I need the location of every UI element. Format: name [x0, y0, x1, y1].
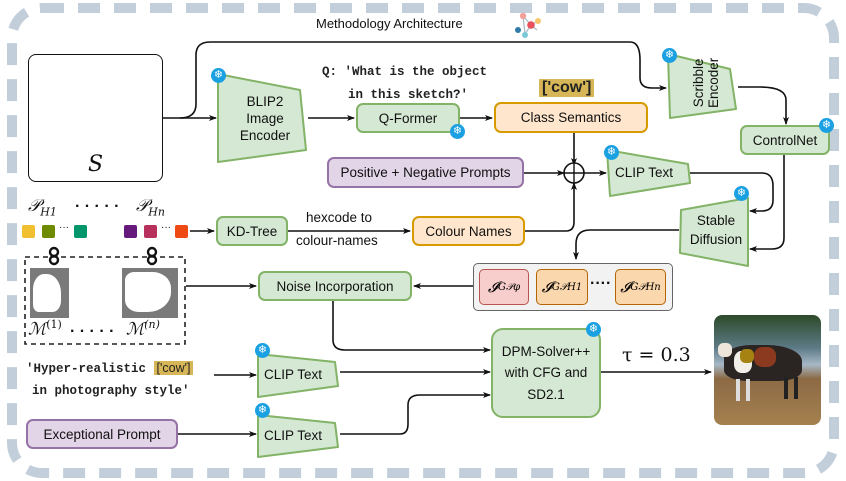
scribble-encoder-shape: [667, 53, 737, 119]
kdtree-box: KD-Tree: [216, 216, 288, 246]
palette-ellipsis: ···: [161, 222, 171, 233]
link-icon: [48, 246, 158, 266]
frozen-badge-icon: ❄: [255, 403, 270, 418]
mask-last-label: ℳ(n): [126, 318, 160, 340]
masks-dashed-group: [24, 256, 186, 345]
arrow-sketch-to-scribble: [179, 41, 667, 119]
frozen-badge-icon: ❄: [255, 343, 270, 358]
colour-names-label: Colour Names: [425, 223, 512, 239]
palette-swatch: [22, 225, 35, 238]
frozen-badge-icon: ❄: [450, 124, 465, 139]
outer-dashed-frame: [7, 3, 839, 478]
mask-first-label: ℳ(1): [28, 318, 62, 340]
blip2-encoder-shape: [217, 73, 307, 163]
hyper-realistic-prompt-line1: 'Hyper-realistic ['cow']: [26, 361, 194, 378]
palette-first-label: 𝒫H1: [28, 196, 57, 219]
generated-cow-photo: [714, 315, 821, 425]
arrow-controlnet-to-sd: [749, 155, 785, 252]
palette-dots: · · · · ·: [75, 198, 120, 215]
mask-image-first: [30, 268, 69, 318]
palette-swatch: [175, 225, 188, 238]
arrow-noise-to-dpm: [332, 301, 491, 353]
frozen-badge-icon: ❄: [819, 118, 834, 133]
vqa-question-line1: Q: 'What is the object: [322, 65, 488, 79]
arrow-clipbottom-to-dpm: [340, 392, 491, 435]
colour-names-box: Colour Names: [412, 216, 525, 246]
palette-last-label: 𝒫Hn: [136, 196, 165, 219]
prompts-label: Positive + Negative Prompts: [340, 165, 511, 180]
clip-text-bottom-label: CLIP Text: [264, 428, 323, 443]
kdtree-label: KD-Tree: [226, 223, 278, 239]
sketch-label: S: [87, 152, 104, 177]
class-semantics-label: Class Semantics: [520, 110, 622, 125]
answer-tag: ['cow']: [539, 79, 595, 97]
mask-image-last: [122, 268, 178, 318]
hyper-realistic-prompt-line2: in photography style': [32, 384, 190, 398]
vqa-question-line2: in this sketch?': [348, 88, 469, 102]
palette-swatch: [74, 225, 87, 238]
arrow-sd-to-genimages: [573, 229, 679, 260]
network-graph-icon: [515, 12, 541, 38]
sketch-input-box: S: [28, 54, 163, 182]
class-semantics-box: Class Semantics: [494, 102, 648, 133]
clip-text-mid-label: CLIP Text: [264, 367, 323, 382]
stable-diffusion-shape: [679, 197, 749, 267]
palette-swatch: [144, 225, 157, 238]
prompt-cow-tag: ['cow']: [153, 361, 194, 375]
qformer-box: Q-Former: [356, 103, 460, 133]
palette-swatch: [42, 225, 55, 238]
frozen-badge-icon: ❄: [734, 186, 749, 201]
noise-incorporation-box: Noise Incorporation: [258, 271, 412, 301]
positive-negative-prompts-box: Positive + Negative Prompts: [327, 157, 524, 188]
qformer-label: Q-Former: [378, 110, 438, 126]
clip-text-top-shape: [606, 149, 691, 197]
diagram-title: Methodology Architecture: [316, 16, 463, 31]
clip-text-top-label: CLIP Text: [615, 165, 674, 180]
frozen-badge-icon: ❄: [662, 48, 677, 63]
arrow-colournames-to-plus: [525, 182, 577, 232]
hex-to-names-line2: colour-names: [296, 233, 378, 248]
clip-text-mid-shape: [257, 353, 339, 398]
palette-ellipsis: ···: [59, 222, 69, 233]
arrow-clip-to-sd: [690, 172, 774, 214]
frozen-badge-icon: ❄: [586, 322, 601, 337]
exceptional-prompt-box: Exceptional Prompt: [26, 419, 178, 449]
generated-images-ellipsis: ····: [590, 275, 612, 292]
clip-text-bottom-shape: [257, 414, 339, 458]
arrow-scribble-to-controlnet: [738, 86, 789, 125]
exceptional-prompt-label: Exceptional Prompt: [43, 426, 161, 442]
frozen-badge-icon: ❄: [211, 68, 226, 83]
tau-label: τ = 0.3: [622, 344, 691, 366]
palette-swatch: [124, 225, 137, 238]
frozen-badge-icon: ❄: [604, 145, 619, 160]
hex-to-names-line1: hexcode to: [306, 210, 373, 225]
controlnet-box: ControlNet: [740, 125, 830, 155]
mask-dots: · · · · ·: [70, 323, 115, 340]
noise-incorporation-label: Noise Incorporation: [276, 278, 394, 294]
controlnet-label: ControlNet: [752, 132, 818, 148]
